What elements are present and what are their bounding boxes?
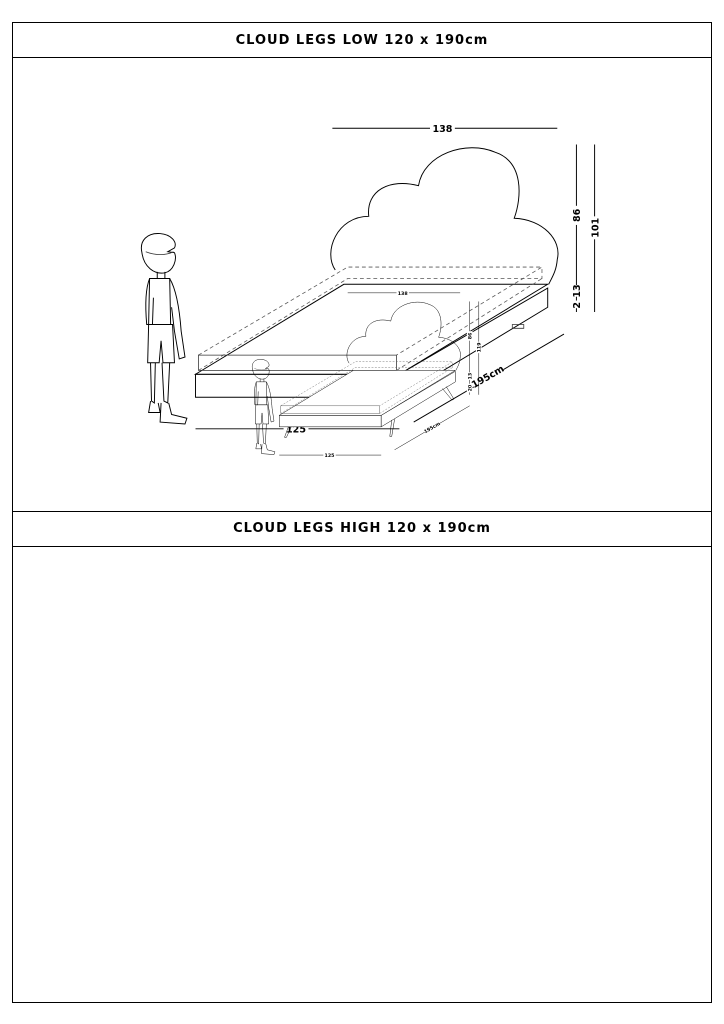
cloud-headboard [346, 301, 461, 371]
dim-headboard-width: 138 [432, 124, 452, 135]
section-title: CLOUD LEGS LOW 120 x 190cm [13, 23, 711, 58]
dim-width: 125 [286, 425, 306, 436]
child-figure [140, 233, 188, 425]
dim-headboard-width: 138 [398, 291, 409, 297]
dim-headboard-height: 86 [572, 208, 583, 222]
child-figure [251, 359, 276, 455]
dim-lower-a: 2 [572, 302, 583, 309]
bed-drawing-high: 138 86 119 13 20 195cm 125 [251, 289, 483, 459]
cloud-headboard [330, 147, 559, 285]
leg [389, 419, 395, 437]
section-title: CLOUD LEGS HIGH 120 x 190cm [13, 511, 711, 547]
dim-lower-b: 13 [468, 373, 474, 380]
leg [284, 426, 292, 438]
dim-width: 125 [325, 453, 335, 459]
section-high-legs: CLOUD LEGS HIGH 120 x 190cm [12, 289, 712, 1003]
dim-lower-b: 13 [572, 284, 583, 297]
dim-total-height: 101 [590, 218, 601, 238]
dim-headboard-height: 86 [468, 332, 474, 339]
leg [442, 386, 455, 401]
section-low-legs: CLOUD LEGS LOW 120 x 190cm [12, 22, 712, 512]
dim-lower-a: 20 [468, 384, 474, 391]
bed-frame [278, 361, 457, 438]
bed-frame [193, 266, 550, 399]
bed-drawing-low: 138 86 101 13 2 195cm 125 [140, 122, 601, 436]
dim-total-height: 119 [477, 342, 483, 353]
